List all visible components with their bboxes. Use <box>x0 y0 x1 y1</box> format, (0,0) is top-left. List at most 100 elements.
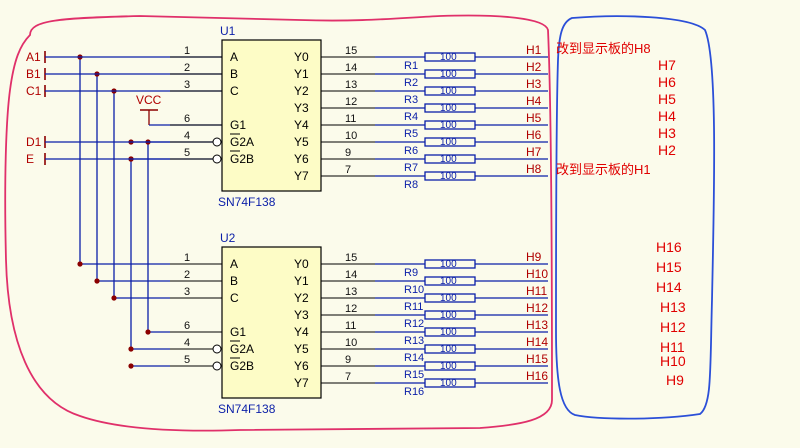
hand-drawn-outlines <box>4 14 716 432</box>
pin-number: 13 <box>345 286 357 298</box>
pin-number: 5 <box>184 354 190 366</box>
resistor-ref: R10 <box>404 284 424 296</box>
pin-number: 11 <box>345 113 356 125</box>
inversion-bubble <box>212 154 222 164</box>
resistor-ref: R4 <box>404 111 418 123</box>
pin-number: 3 <box>184 79 190 91</box>
output-label: H16 <box>526 369 548 383</box>
pin-name-c: C <box>230 84 239 98</box>
resistor-value: 100 <box>440 259 457 270</box>
note-h1: 改到显示板的H1 <box>556 162 651 177</box>
resistor-ref: R8 <box>404 179 418 191</box>
resistor-ref: R13 <box>404 335 424 347</box>
resistor-value: 100 <box>440 361 457 372</box>
pin-name-y0: Y0 <box>294 50 309 64</box>
pin-name-y1: Y1 <box>294 67 309 81</box>
resistor-value: 100 <box>440 276 457 287</box>
resistor-ref: R14 <box>404 352 424 364</box>
output-label: H14 <box>526 335 548 349</box>
resistor-value: 100 <box>440 293 457 304</box>
pin-number: 1 <box>184 252 190 264</box>
junction-dot <box>145 329 151 335</box>
output-label: H10 <box>526 267 548 281</box>
resistor-ref: R7 <box>404 162 418 174</box>
pin-number: 6 <box>184 320 190 332</box>
pin-number: 13 <box>345 79 357 91</box>
side-label: H16 <box>656 239 682 255</box>
pin-number: 2 <box>184 62 190 74</box>
inversion-bubble <box>212 361 222 371</box>
pin-number: 14 <box>345 269 357 281</box>
pin-name-a: A <box>230 50 238 64</box>
pin-number: 11 <box>345 320 356 332</box>
pin-name-y6: Y6 <box>294 359 309 373</box>
pin-name-y4: Y4 <box>294 325 309 339</box>
side-label: H5 <box>658 91 676 107</box>
inversion-bubble <box>212 344 222 354</box>
input-label-b1: B1 <box>26 67 41 81</box>
pin-name-y0: Y0 <box>294 257 309 271</box>
resistor-value: 100 <box>440 86 457 97</box>
pin-number: 10 <box>345 337 357 349</box>
pin-name-y3: Y3 <box>294 308 309 322</box>
output-label: H2 <box>526 60 542 74</box>
resistor-value: 100 <box>440 327 457 338</box>
pin-name-g2b: G2B <box>230 359 254 373</box>
chip-ref: U1 <box>220 24 236 38</box>
resistor-value: 100 <box>440 137 457 148</box>
pin-name-y4: Y4 <box>294 118 309 132</box>
output-label: H11 <box>526 284 547 298</box>
inversion-bubble <box>212 137 222 147</box>
output-stage: 100R1H1100R2H2100R3H3100R4H4100R5H5100R6… <box>375 43 548 398</box>
vcc-label: VCC <box>136 93 162 107</box>
pin-number: 2 <box>184 269 190 281</box>
resistor-value: 100 <box>440 120 457 131</box>
output-label: H9 <box>526 250 542 264</box>
pin-number: 4 <box>184 337 190 349</box>
output-label: H13 <box>526 318 548 332</box>
pin-number: 12 <box>345 303 357 315</box>
chip-part-number: SN74F138 <box>218 195 276 209</box>
input-label-e: E <box>26 152 34 166</box>
resistor-ref: R15 <box>404 369 424 381</box>
blue-outline <box>555 15 716 420</box>
output-label: H1 <box>526 43 542 57</box>
side-label: H10 <box>660 353 686 369</box>
pin-name-y7: Y7 <box>294 376 309 390</box>
output-label: H8 <box>526 162 542 176</box>
resistor-ref: R2 <box>404 77 418 89</box>
pin-name-c: C <box>230 291 239 305</box>
output-label: H7 <box>526 145 542 159</box>
pin-number: 1 <box>184 45 190 57</box>
annotations: 改到显示板的H8改到显示板的H1H7H6H5H4H3H2H16H15H14H13… <box>556 41 686 388</box>
pin-number: 15 <box>345 252 357 264</box>
pin-name-g2b: G2B <box>230 152 254 166</box>
junction-dot <box>128 346 134 352</box>
side-label: H11 <box>660 339 685 355</box>
output-label: H6 <box>526 128 542 142</box>
resistor-ref: R3 <box>404 94 418 106</box>
pin-name-b: B <box>230 67 238 81</box>
note-h8: 改到显示板的H8 <box>556 41 651 56</box>
resistor-value: 100 <box>440 103 457 114</box>
side-label: H6 <box>658 74 676 90</box>
pin-number: 3 <box>184 286 190 298</box>
chip-ref: U2 <box>220 231 236 245</box>
resistor-ref: R1 <box>404 60 418 72</box>
side-label: H14 <box>656 279 682 295</box>
side-label: H9 <box>666 372 684 388</box>
pin-number: 9 <box>345 147 351 159</box>
pin-number: 9 <box>345 354 351 366</box>
